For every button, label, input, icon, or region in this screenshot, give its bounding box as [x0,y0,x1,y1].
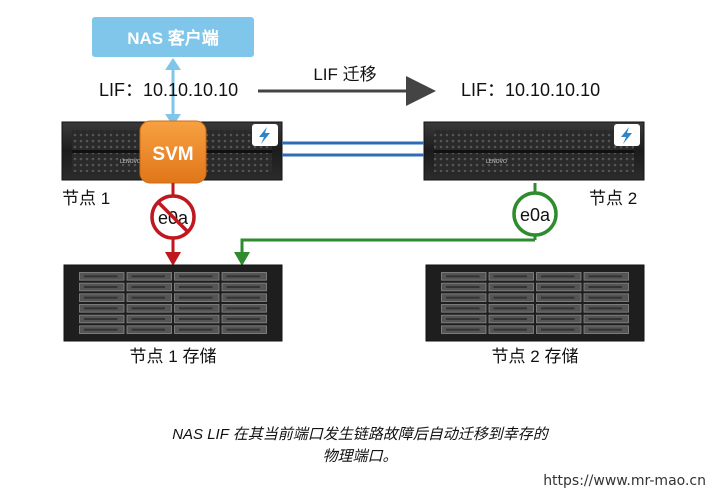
port-right-label: e0a [520,205,551,225]
drive-handle [84,318,118,320]
lif-migration-label: LIF 迁移 [313,65,376,84]
port-e0a-active: e0a [512,191,558,237]
drive-handle [493,286,527,288]
node2-brand: LENOVO [486,159,507,165]
drive-handle [131,296,165,299]
drive-handle [131,328,165,331]
drive-handle [226,307,260,310]
cluster-interconnect [282,141,424,157]
node1-brand: LENOVO [120,159,141,165]
drive-handle [541,307,575,310]
drive-handle [588,286,622,288]
node1-storage-shelf [63,264,283,342]
drive-handle [131,318,165,320]
lif-right-label: LIF：10.10.10.10 [461,80,600,100]
drive-handle [493,307,527,310]
drive-handle [541,286,575,288]
drive-handle [226,296,260,299]
storage2-label: 节点 2 存储 [492,347,579,366]
drive-handle [446,328,480,331]
drive-handle [84,296,118,299]
drive-handle [84,328,118,331]
drive-handle [446,307,480,310]
drive-handle [493,318,527,320]
drive-handle [179,296,213,299]
lightning-icon [259,127,270,144]
node2-label: 节点 2 [589,189,637,208]
drive-handle [179,307,213,310]
caption-line-1: NAS LIF 在其当前端口发生链路故障后自动迁移到幸存的 [172,426,548,443]
drive-handle [131,275,165,278]
drive-handle [226,328,260,331]
drive-handle [446,275,480,278]
prohibited-icon [156,200,190,234]
drive-handle [84,286,118,288]
drive-handle [179,318,213,320]
drive-handle [226,275,260,278]
drive-handle [588,275,622,278]
client-svm-link [165,58,181,126]
node2-controller: LENOVO [423,121,645,181]
port-e0a-failed: e0a [150,194,196,240]
drive-handle [541,328,575,331]
node2-storage-shelf [425,264,645,342]
nas-client-box [92,17,254,57]
caption-line-2: 物理端口。 [322,448,398,465]
drive-handle [131,307,165,310]
drive-handle [446,318,480,320]
drive-handle [588,328,622,331]
drive-handle [226,286,260,288]
drive-handle [588,318,622,320]
drive-handle [588,296,622,299]
drive-handle [84,307,118,310]
watermark: https://www.mr-mao.cn [543,473,706,489]
node1-label: 节点 1 [62,189,110,208]
drive-handle [541,296,575,299]
lif-left-label: LIF：10.10.10.10 [99,80,238,100]
active-path [234,183,537,266]
drive-handle [541,318,575,320]
drive-handle [84,275,118,278]
drive-handle [493,328,527,331]
drive-handle [541,275,575,278]
drive-handle [446,286,480,288]
storage1-label: 节点 1 存储 [130,347,217,366]
drive-handle [493,275,527,278]
drive-handle [493,296,527,299]
drive-handle [446,296,480,299]
drive-handle [179,328,213,331]
drive-handle [179,286,213,288]
lightning-icon [621,127,632,144]
drive-handle [179,275,213,278]
svm-label: SVM [152,144,193,165]
drive-handle [131,286,165,288]
nas-client-label: NAS 客户端 [127,28,219,48]
drive-handle [588,307,622,310]
drive-handle [226,318,260,320]
